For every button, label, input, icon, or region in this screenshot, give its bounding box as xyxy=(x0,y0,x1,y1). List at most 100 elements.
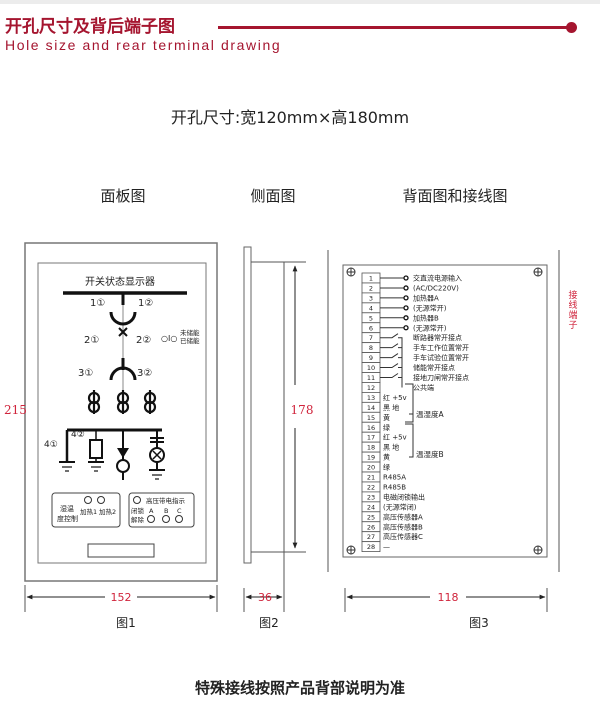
energy-not-stored: 未储能 xyxy=(180,328,200,337)
terminal-contact-icon xyxy=(403,325,409,331)
phase-a-label: A xyxy=(149,507,154,515)
marker-1-2: 1② xyxy=(138,298,153,309)
terminal-label: 黑 地 xyxy=(383,403,399,412)
terminal-number: 16 xyxy=(367,424,375,432)
phase-c-label: C xyxy=(177,507,182,515)
rear-width-dim: 118 xyxy=(438,591,459,604)
hv-indicator-title: 高压带电指示 xyxy=(146,496,186,505)
terminal-number: 17 xyxy=(367,434,375,442)
unlock-led xyxy=(133,496,141,504)
terminal-contact-icon xyxy=(403,315,409,321)
terminal-number: 1 xyxy=(369,275,373,283)
top-band xyxy=(0,0,600,4)
terminal-number: 15 xyxy=(367,414,375,422)
terminal-label: 高压传感器B xyxy=(383,522,423,531)
terminal-row: 16 绿 xyxy=(361,421,390,433)
terminal-label: (无源常开) xyxy=(413,303,447,312)
section-subtitle: Hole size and rear terminal drawing xyxy=(5,37,282,53)
section-title: 开孔尺寸及背后端子图 xyxy=(5,17,175,37)
fig3-caption: 图3 xyxy=(469,616,489,630)
front-height-dim: 215 xyxy=(4,403,27,417)
terminal-number: 28 xyxy=(367,543,375,551)
mounting-screw-icons xyxy=(346,267,543,555)
marker-3-1: 3① xyxy=(78,368,93,379)
terminal-number: 26 xyxy=(367,523,375,531)
side-depth-dim: 36 xyxy=(258,591,272,604)
terminal-label: 储能常开接点 xyxy=(413,363,455,372)
phase-a-led xyxy=(147,515,155,523)
terminal-number: 8 xyxy=(369,344,373,352)
humidity-control-label: 度控制 xyxy=(57,514,78,523)
ground-icons xyxy=(59,461,165,480)
terminal-row: 17 红 +5v xyxy=(361,431,407,443)
side-height-dim: 178 xyxy=(291,403,314,417)
terminal-number: 13 xyxy=(367,394,375,402)
terminal-label: R485B xyxy=(383,483,406,491)
lock-label: 闭锁 xyxy=(131,506,145,515)
terminal-number: 18 xyxy=(367,444,375,452)
terminal-number: 12 xyxy=(367,384,375,392)
marker-4-2: 4② xyxy=(71,430,85,440)
terminal-number: 6 xyxy=(369,324,373,332)
energy-stored: 已储能 xyxy=(180,336,200,345)
terminal-number: 21 xyxy=(367,474,375,482)
sensor-group-b: 温湿度B xyxy=(416,449,444,459)
display-title: 开关状态显示器 xyxy=(85,275,155,288)
terminal-label: — xyxy=(383,543,390,551)
heater2-label: 加热2 xyxy=(99,507,116,516)
terminal-number: 20 xyxy=(367,464,375,472)
terminal-number: 25 xyxy=(367,513,375,521)
terminal-contact-icon xyxy=(403,275,409,281)
svg-text:子: 子 xyxy=(568,320,577,331)
energy-indicator-icon: ○I○ xyxy=(161,334,177,343)
terminal-row: 15 黄 xyxy=(361,411,390,423)
terminal-number: 9 xyxy=(369,354,373,362)
terminal-label: 绿 xyxy=(383,423,390,432)
heater2-led xyxy=(97,496,105,504)
terminal-side-label: 接 线 端 子 xyxy=(568,289,577,331)
terminal-row: 24(无源常闭) xyxy=(361,501,417,513)
terminal-number: 4 xyxy=(369,304,373,312)
terminal-label: 接地刀闸常开接点 xyxy=(413,373,469,382)
marker-1-1: 1① xyxy=(90,298,105,309)
fig1-caption: 图1 xyxy=(116,616,136,630)
terminal-number: 19 xyxy=(367,454,375,462)
phase-c-led xyxy=(175,515,183,523)
terminal-label: 断路器常开接点 xyxy=(413,333,462,342)
terminal-row: 2(AC/DC220V) xyxy=(361,282,459,294)
terminal-number: 7 xyxy=(369,334,373,342)
terminal-number: 24 xyxy=(367,503,375,511)
sensor-group-a: 温湿度A xyxy=(416,409,444,419)
terminal-label: 高压传感器A xyxy=(383,512,423,521)
terminal-label: 黑 地 xyxy=(383,443,399,452)
terminal-number: 23 xyxy=(367,493,375,501)
heater1-label: 加热1 xyxy=(80,507,97,516)
fig2-caption: 图2 xyxy=(259,616,279,630)
terminal-label: 黄 xyxy=(383,413,390,422)
front-width-dim: 152 xyxy=(111,591,132,604)
front-view-heading: 面板图 xyxy=(100,187,145,205)
front-panel-view: 开关状态显示器 1① 1② 2① 2② ○I○ 未储能 已储能 3① 3② xyxy=(24,242,218,582)
terminal-number: 3 xyxy=(369,294,373,302)
phase-b-label: B xyxy=(164,507,168,515)
heater1-led xyxy=(84,496,92,504)
panel-slot xyxy=(87,543,155,558)
terminal-label: 公共端 xyxy=(413,383,434,392)
terminal-label: 加热器B xyxy=(413,313,439,322)
terminal-label: 高压传感器C xyxy=(383,532,423,541)
terminal-contact-icon xyxy=(403,305,409,311)
terminal-row: 28 — xyxy=(361,541,390,553)
terminal-label: 红 +5v xyxy=(383,433,407,442)
terminal-contact-icon xyxy=(403,295,409,301)
cutout-size: 开孔尺寸:宽120mm×高180mm xyxy=(171,108,409,127)
